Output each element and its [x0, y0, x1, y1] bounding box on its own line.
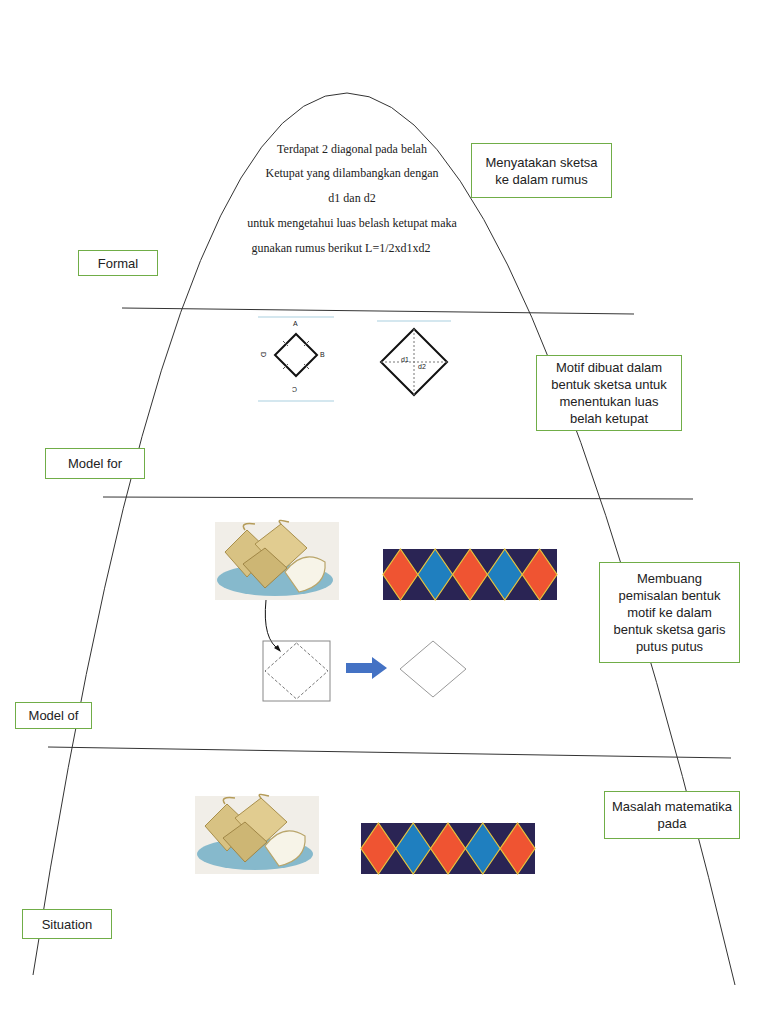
formula-text: d1 dan d2	[328, 191, 375, 206]
box-text: Menyatakan sketsa ke dalam rumus	[478, 154, 605, 188]
formula-text: gunakan rumus berikut L=1/2xd1xd2	[251, 241, 430, 256]
box-text: Model for	[68, 455, 122, 472]
box-text: Model of	[29, 707, 79, 724]
box-text: Formal	[98, 255, 138, 272]
level-box: Model for	[45, 448, 145, 479]
vertex-label: A	[293, 320, 298, 327]
vertex-label: C	[292, 386, 297, 393]
formula-text: Terdapat 2 diagonal pada belah	[277, 142, 427, 157]
box-content: Situation	[42, 916, 93, 933]
box-content: Model of	[29, 707, 79, 724]
box-content: Motif dibuat dalam bentuk sketsa untuk m…	[543, 359, 675, 427]
description-box: Motif dibuat dalam bentuk sketsa untuk m…	[536, 355, 682, 431]
box-content: Model for	[68, 455, 122, 472]
vertex-label: B	[320, 351, 325, 358]
formula-text: untuk mengetahui luas belash ketupat mak…	[247, 216, 457, 231]
box-text: Situation	[42, 916, 93, 933]
box-content: Masalah matematika pada	[611, 798, 733, 832]
description-box: Masalah matematika pada	[604, 791, 740, 839]
box-content: Membuang pemisalan bentuk motif ke dalam…	[606, 570, 733, 655]
box-text: Membuang pemisalan bentuk motif ke dalam…	[606, 570, 733, 655]
diagonal-label: d2	[418, 363, 426, 370]
diagonal-label: d1	[401, 356, 409, 363]
level-box: Formal	[78, 250, 158, 276]
vertex-label: D	[260, 352, 267, 357]
box-content: Formal	[98, 255, 138, 272]
description-box: Membuang pemisalan bentuk motif ke dalam…	[599, 562, 740, 663]
box-text: Motif dibuat dalam bentuk sketsa untuk m…	[543, 359, 675, 427]
box-content: Menyatakan sketsa ke dalam rumus	[478, 154, 605, 188]
box-text: Masalah matematika pada	[611, 798, 733, 832]
formula-text: Ketupat yang dilambangkan dengan	[266, 166, 439, 181]
description-box: Menyatakan sketsa ke dalam rumus	[471, 143, 612, 198]
level-box: Model of	[15, 702, 92, 729]
level-box: Situation	[22, 909, 112, 939]
